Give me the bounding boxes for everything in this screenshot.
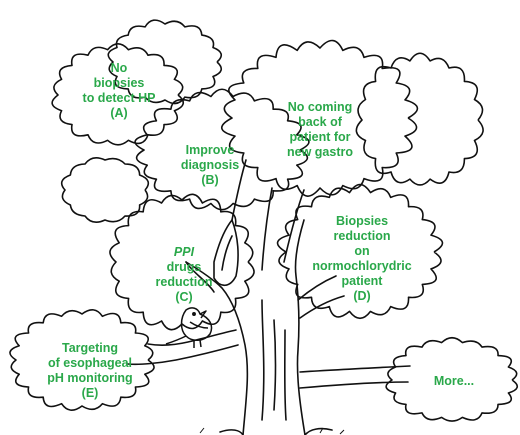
branch-lower-right-2	[299, 381, 409, 389]
label-more-text: More...	[433, 374, 475, 388]
foliage-far-right	[355, 52, 484, 186]
label-d: Biopsies reduction on normochlorydric pa…	[304, 214, 420, 304]
label-d-line-5: patient	[341, 274, 383, 288]
foliage-top-right	[221, 39, 419, 197]
foliage-b	[134, 88, 310, 211]
foliage-top-left	[107, 19, 223, 105]
branch-right-upper	[297, 275, 337, 301]
label-c-line-3: reduction	[155, 275, 213, 289]
label-a-line-4: (A)	[110, 106, 128, 120]
label-no-coming-line-3: patient for	[289, 130, 351, 144]
label-no-coming-line-4: new gastro	[287, 145, 353, 159]
branch-lower-right-1	[299, 365, 411, 373]
trunk-left-edge	[185, 261, 249, 435]
label-e-line-1: Targeting	[61, 341, 119, 355]
foliage-e	[9, 309, 155, 411]
trunk-right-edge	[294, 219, 306, 435]
label-d-line-3: on	[354, 244, 370, 258]
label-b-line-3: (B)	[201, 173, 219, 187]
label-c-line-4: (C)	[175, 290, 193, 304]
label-no-coming-line-2: back of	[298, 115, 342, 129]
foliage-c	[109, 193, 255, 331]
label-b-line-2: diagnosis	[180, 158, 240, 172]
label-d-line-6: (D)	[353, 289, 371, 303]
label-c-line-1: PPI	[173, 245, 195, 259]
label-e-line-3: pH monitoring	[47, 371, 133, 385]
label-b: Improve diagnosis (B)	[170, 143, 250, 188]
branch-right-lower	[299, 295, 345, 319]
label-a-line-3: to detect HP	[82, 91, 156, 105]
branch-left-lower	[127, 344, 239, 366]
label-e-line-2: of esophageal	[47, 356, 133, 370]
label-c-line-2: drugs	[166, 260, 202, 274]
ground-marks	[199, 427, 345, 435]
label-no-coming: No coming back of patient for new gastro	[270, 100, 370, 160]
label-a-line-1: No	[110, 61, 128, 75]
label-d-line-4: normochlorydric	[312, 259, 412, 273]
branch-left-upper	[147, 329, 237, 346]
label-c: PPI drugs reduction (C)	[132, 245, 236, 305]
foliage-left-mid	[60, 156, 150, 224]
trunk-hollow	[213, 219, 239, 287]
label-more: More...	[424, 374, 484, 389]
label-a-line-2: biopsies	[93, 76, 145, 90]
label-e: Targeting of esophageal pH monitoring (E…	[30, 341, 150, 401]
label-e-line-4: (E)	[81, 386, 99, 400]
label-no-coming-line-1: No coming	[287, 100, 353, 114]
label-d-line-1: Biopsies	[335, 214, 389, 228]
label-b-line-1: Improve	[185, 143, 235, 157]
foliage-more	[385, 336, 518, 422]
label-a: No biopsies to detect HP (A)	[64, 61, 174, 121]
label-d-line-2: reduction	[333, 229, 391, 243]
bird-illustration	[165, 307, 213, 348]
